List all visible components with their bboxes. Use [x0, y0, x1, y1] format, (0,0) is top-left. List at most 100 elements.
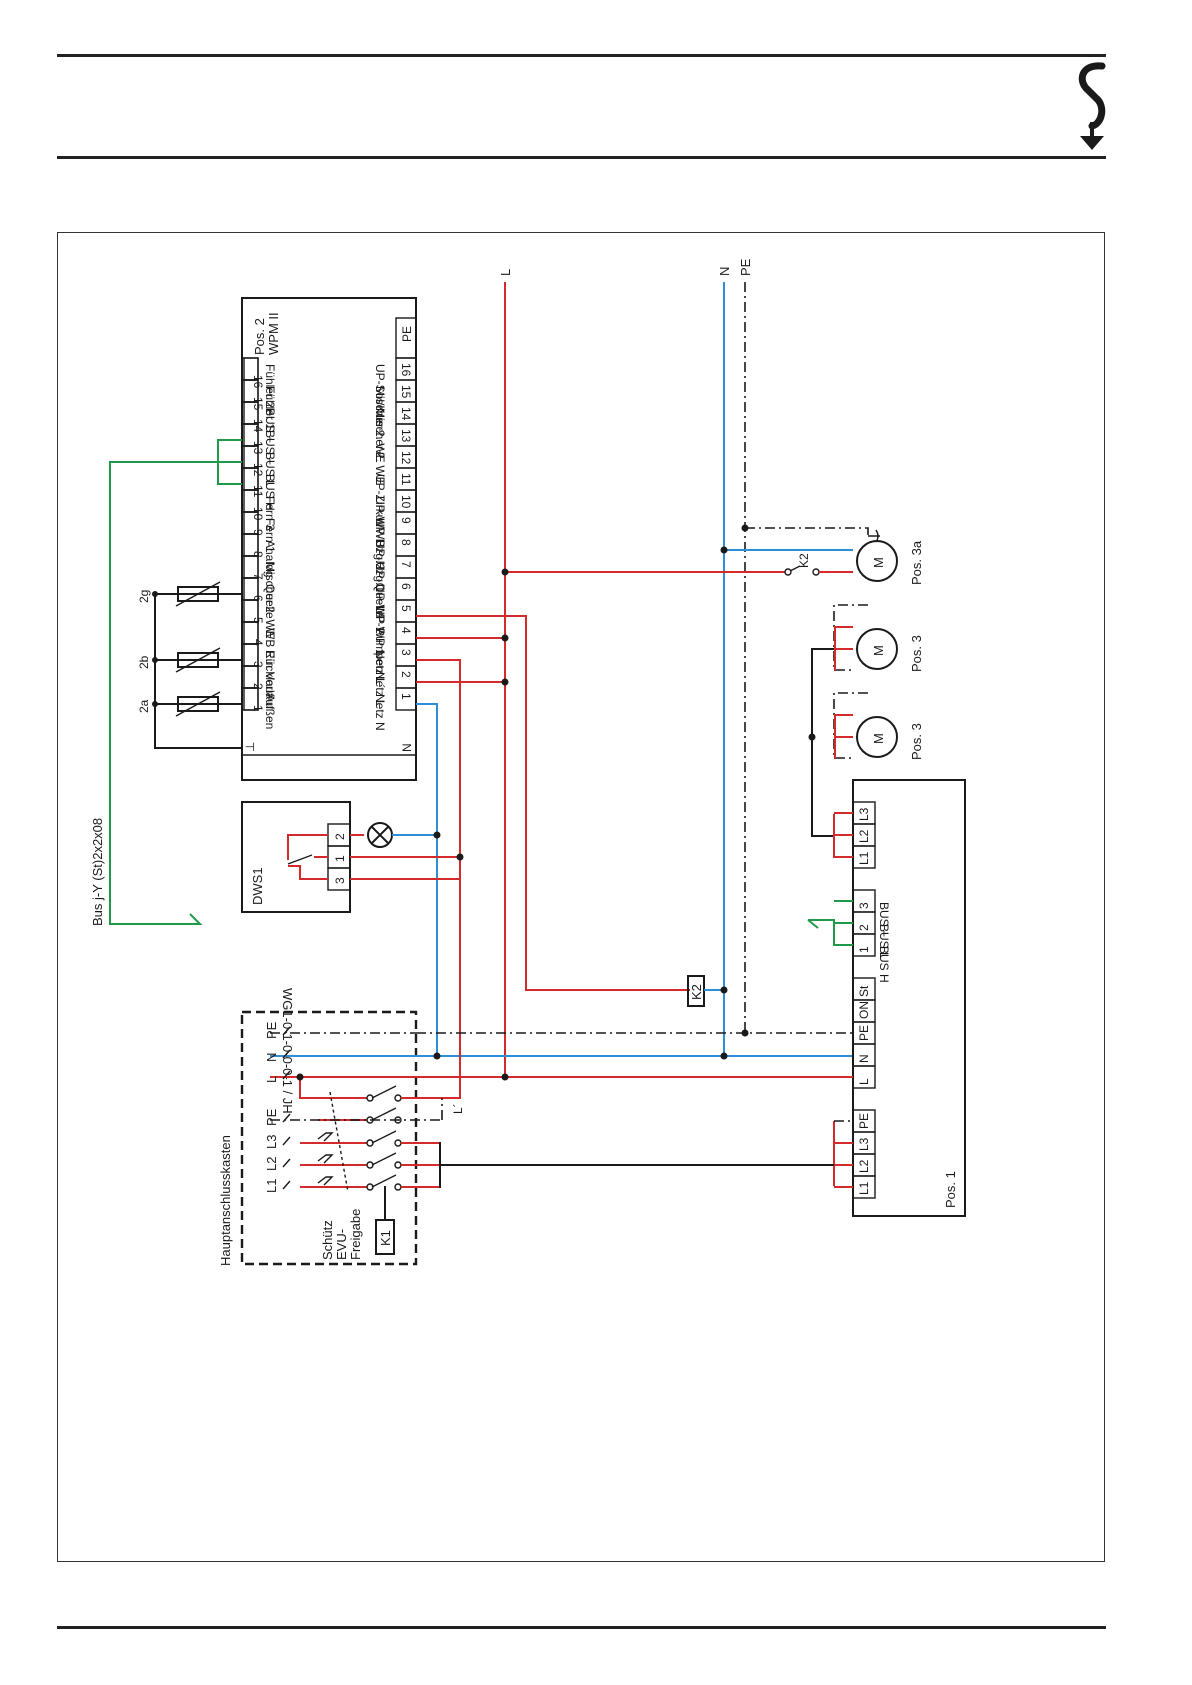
wpm-terminal-num-inner: 2 — [251, 683, 265, 690]
wpm-n-terminal: N — [400, 743, 414, 752]
schuetz-line2: EVU- — [334, 1229, 349, 1260]
wpm-outer-label: Mischer− — [373, 386, 387, 435]
wpm-terminal-num-inner: 1 — [251, 705, 265, 712]
wpm-pe-terminal: PE — [400, 326, 414, 342]
box-col2-label: L2 — [264, 1157, 279, 1171]
wpm-terminal-num-outer: 8 — [399, 539, 413, 546]
box-code: WG1-0-1-0-0-0-1 / JH — [280, 988, 295, 1114]
wpm-terminal-num-outer: 13 — [399, 429, 413, 443]
wpm-outer-label: UP-Hzg.1 — [373, 540, 387, 592]
sensor-2g-label: 2g — [137, 590, 151, 603]
wpm-terminal-num-outer: 12 — [399, 451, 413, 465]
unit-ctrl-terminal: St — [857, 985, 871, 997]
unit-pwr-terminal: L1 — [857, 1181, 871, 1195]
wpm-terminal-num-outer: 4 — [399, 627, 413, 634]
header-rule-top — [57, 54, 1106, 57]
unit-top-terminal: L1 — [857, 851, 871, 865]
unit-ctrl-terminal: ON — [857, 1001, 871, 1019]
schuetz-line1: Schütz — [320, 1220, 335, 1260]
wpm-inner-label: WB Ein — [263, 628, 277, 668]
dws1: DWS1 2 1 3 — [241, 801, 464, 1098]
unit-pwr-terminal: L2 — [857, 1159, 871, 1173]
k2-relay: K2 — [687, 975, 728, 1007]
wpm-terminal-num-outer: 15 — [399, 385, 413, 399]
wpm-terminal-num-outer: 7 — [399, 561, 413, 568]
wpm-outer-label: UP-Quelle — [373, 562, 387, 618]
wpm-inner-label: Fern 3 — [263, 496, 277, 531]
wpm-outer-label: UP-WP 2 — [373, 584, 387, 634]
unit-pwr-terminal: PE — [857, 1113, 871, 1129]
wpm-outer-label: UP-Hzg.2 — [373, 518, 387, 570]
sensors: 2g 2b 2a — [137, 581, 242, 749]
box-col1-label: PE — [264, 1021, 279, 1039]
wpm-outer-label: UP-WP 1 — [373, 606, 387, 656]
wpm-outer-label: Netz L´ — [373, 650, 387, 689]
wpm-inner-label: BUS L — [263, 452, 277, 487]
sensor-2b-label: 2b — [137, 655, 151, 669]
wpm-outer-label: Pumpen L — [373, 628, 387, 683]
wpm-outer-label: 2. WE — [373, 430, 387, 463]
wpm-terminal-num-inner: 3 — [251, 661, 265, 668]
wpm-terminal-num-outer: 3 — [399, 649, 413, 656]
wpm-outer-label: UP-WWB — [373, 496, 387, 547]
wpm-outer-label: Netz L — [373, 672, 387, 707]
wpm-terminal-num-outer: 6 — [399, 583, 413, 590]
wpm-terminal-num-outer: 2 — [399, 671, 413, 678]
sensor-2a-label: 2a — [137, 699, 151, 713]
l-prime-label: L´ — [451, 1103, 465, 1114]
wpm-terminal-num-inner: 6 — [251, 595, 265, 602]
k2-relay-label: K2 — [689, 984, 704, 1000]
motor-pos3a: M — [871, 557, 886, 568]
box-col1-label: L — [264, 1076, 279, 1083]
wpm-terminal-num-inner: 7 — [251, 573, 265, 580]
diagram-frame — [57, 232, 1105, 1562]
dws1-terminal-2: 2 — [333, 833, 347, 840]
mains-lines: L N PE — [498, 258, 753, 1075]
mains-l-label: L — [498, 269, 513, 276]
bus-cable: Bus j-Y (St)2x2x08 — [90, 439, 242, 926]
footer-rule — [57, 1626, 1106, 1629]
pump-pos3a-label: Pos. 3a — [909, 540, 924, 585]
dws1-label: DWS1 — [250, 867, 265, 905]
unit-ctrl-terminal: N — [857, 1054, 871, 1063]
unit-pwr-terminal: L3 — [857, 1137, 871, 1151]
wpm-title: Pos. 2 — [252, 318, 267, 355]
wpm-inner-label: BUS H — [263, 474, 277, 511]
wpm-ground-terminal: ⊥ — [243, 742, 257, 752]
wpm-inner-label: BUS + — [263, 408, 277, 443]
motor-pos3-2: M — [871, 733, 886, 744]
box-col2-label: L3 — [264, 1135, 279, 1149]
unit-bus-label: BUS − — [877, 902, 891, 937]
logo-icon — [1078, 62, 1106, 150]
wpm-inner-label: Vorlauf — [263, 672, 277, 710]
wpm-inner-label: Quelle — [263, 584, 277, 619]
header-rule-bottom — [57, 156, 1106, 159]
unit-top-terminal: L3 — [857, 807, 871, 821]
wpm-inner-label: Fühler 1 — [263, 386, 277, 430]
box-col2-label: L1 — [264, 1179, 279, 1193]
dws1-terminal-3: 3 — [333, 877, 347, 884]
wpm-inner-label: BUS − — [263, 430, 277, 465]
wpm-terminal-num-outer: 16 — [399, 363, 413, 377]
wpm-outer-label: 2. WE — [373, 452, 387, 485]
wpm-terminal-num-outer: 11 — [399, 473, 413, 486]
wpm-outer-label: UP-Zirkul. — [373, 474, 387, 527]
sensor-2b — [177, 652, 219, 668]
wpm-inner-label: Außen — [263, 694, 277, 729]
wpm-inner-label: Analog — [263, 540, 277, 577]
unit-top-terminal: L2 — [857, 829, 871, 843]
bus-cable-label: Bus j-Y (St)2x2x08 — [90, 818, 105, 926]
motor-pos3-1: M — [871, 645, 886, 656]
wpm-wires — [416, 524, 869, 1099]
wpm-outer-label: UP-Sol/Kue — [373, 364, 387, 427]
wpm-inner-label: Mischer — [263, 562, 277, 604]
mains-pe-label: PE — [738, 258, 753, 276]
wpm-outer-label: Netz N — [373, 694, 387, 731]
wpm-inner-label: Fühler 2 — [263, 364, 277, 408]
unit-ctrl-terminal: PE — [857, 1025, 871, 1041]
wpm-terminal-num-outer: 1 — [399, 693, 413, 700]
sensor-2g — [177, 586, 219, 602]
